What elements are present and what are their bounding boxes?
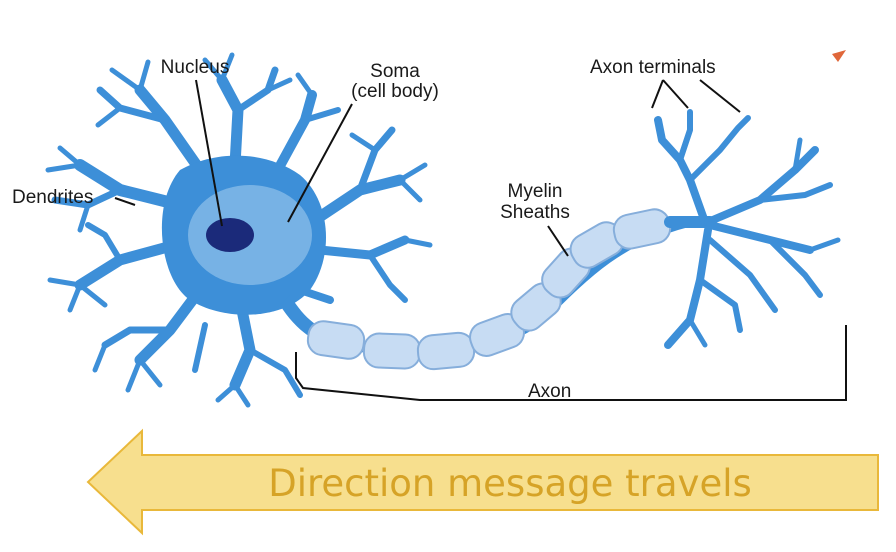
dendrites-leader [114, 197, 136, 206]
soma-leader [287, 103, 353, 223]
leader-lines [114, 79, 847, 401]
soma-label-line1: Soma [370, 61, 420, 82]
dendrites [45, 52, 433, 408]
myelin-leader [547, 225, 569, 257]
myelin-sheaths [306, 208, 672, 371]
axon-label: Axon [528, 381, 572, 402]
dendrites-label: Dendrites [12, 187, 94, 208]
axon-terminals-label: Axon terminals [590, 57, 716, 78]
soma-label-line2: (cell body) [351, 81, 439, 102]
axon-terminal-branches [654, 109, 841, 349]
terminals-leader-1 [651, 79, 664, 109]
nucleus-label: Nucleus [160, 57, 230, 78]
nucleus-leader [195, 79, 223, 227]
nucleus-shape [206, 218, 254, 252]
direction-arrow-shape [86, 428, 879, 536]
corner-mark [832, 50, 846, 62]
myelin-label-line2: Sheaths [500, 202, 570, 223]
terminals-leader-2 [662, 79, 689, 109]
myelin-label-line1: Myelin [507, 181, 563, 202]
axon-bracket [295, 325, 847, 401]
direction-arrow-text: Direction message travels [268, 462, 752, 505]
terminals-leader-3 [699, 79, 741, 113]
